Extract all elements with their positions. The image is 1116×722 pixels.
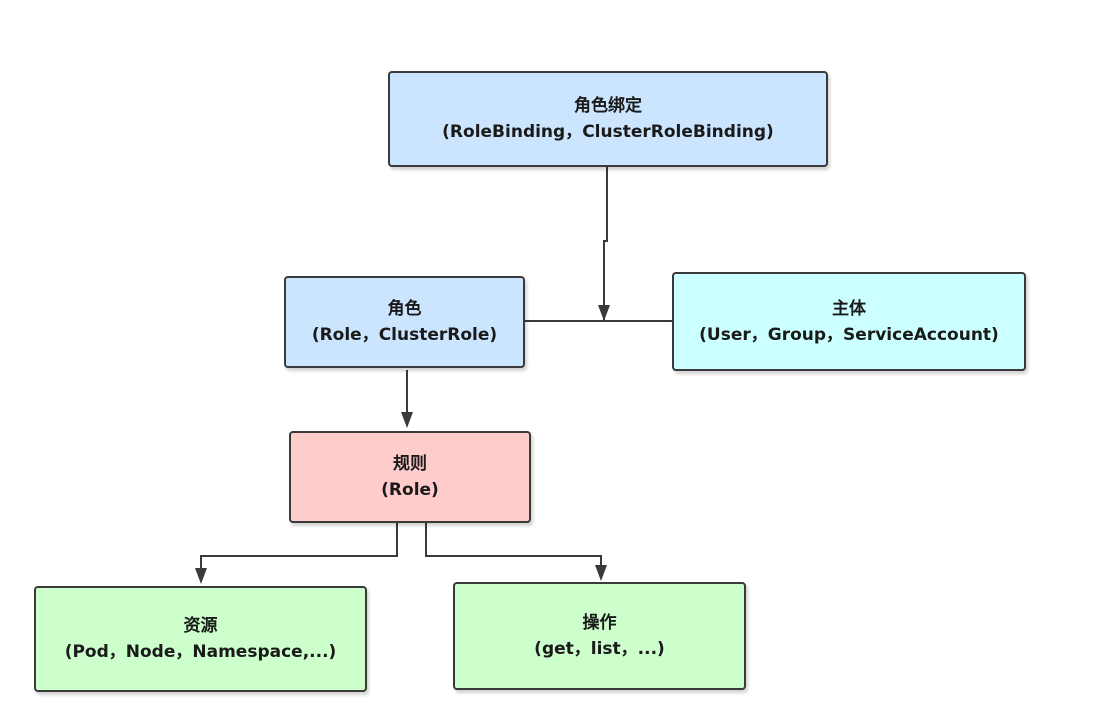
resource-subtitle: (Pod，Node，Namespace,...): [64, 642, 337, 662]
subject-node: 主体 (User，Group，ServiceAccount): [672, 272, 1026, 371]
rule-title: 规则: [393, 454, 427, 474]
rule-resource-arrowhead: [195, 568, 207, 584]
role-binding-node: 角色绑定 (RoleBinding，ClusterRoleBinding): [388, 71, 828, 167]
action-title: 操作: [582, 613, 617, 633]
role-title: 角色: [387, 299, 422, 319]
rule-action-arrowhead: [595, 565, 607, 581]
action-subtitle: (get，list，...): [534, 639, 665, 659]
rule-node: 规则 (Role): [289, 431, 531, 523]
resource-title: 资源: [183, 616, 218, 636]
role-binding-subtitle: (RoleBinding，ClusterRoleBinding): [442, 122, 774, 142]
role-subtitle: (Role，ClusterRole): [311, 325, 498, 345]
resource-node: 资源 (Pod，Node，Namespace,...): [34, 586, 367, 692]
subject-title: 主体: [832, 298, 866, 319]
binding-to-link-arrow: [603, 167, 608, 320]
role-binding-title: 角色绑定: [574, 96, 642, 116]
rule-to-resource-arrow: [200, 523, 398, 569]
role-node: 角色 (Role，ClusterRole): [284, 276, 525, 368]
rule-to-action-arrow: [425, 523, 602, 566]
subject-subtitle: (User，Group，ServiceAccount): [699, 324, 999, 345]
role-rule-arrowhead: [401, 412, 413, 428]
action-node: 操作 (get，list，...): [453, 582, 746, 690]
binding-arrowhead: [598, 305, 610, 321]
rule-subtitle: (Role): [381, 480, 439, 500]
